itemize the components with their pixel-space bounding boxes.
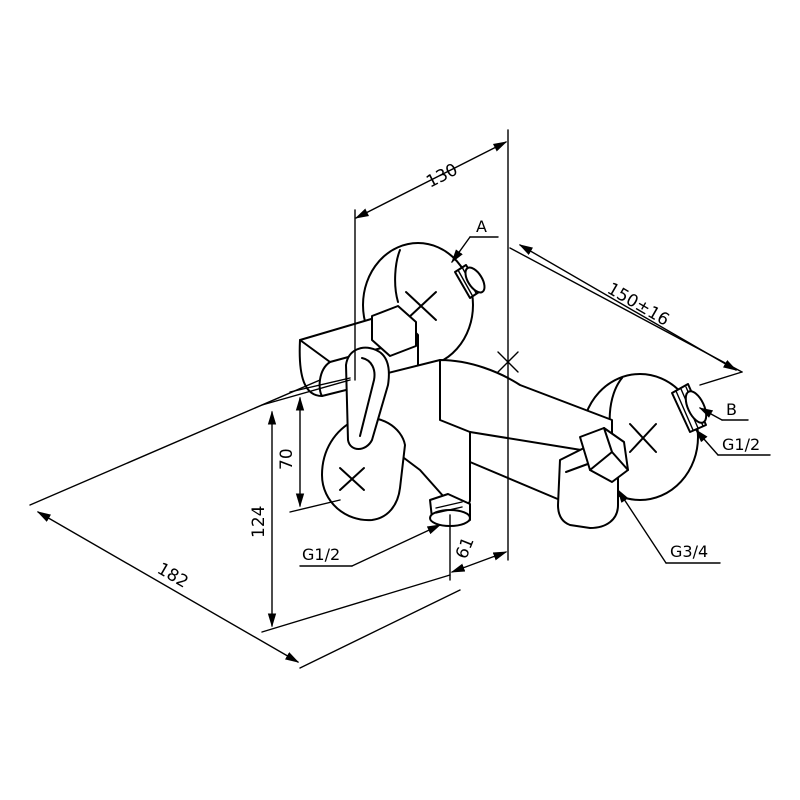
callout-b: B: [726, 400, 737, 419]
dim-124: 124: [249, 506, 269, 538]
callout-leaders: [299, 236, 771, 567]
dimension-lines: [29, 129, 743, 669]
callout-g12-right: G1/2: [722, 435, 760, 454]
callout-a: A: [476, 217, 487, 236]
dim-70: 70: [277, 448, 297, 470]
callout-g12-left: G1/2: [302, 545, 340, 564]
dim-182: 182: [154, 559, 192, 593]
dim-61: 61: [452, 534, 479, 562]
faucet-body: [298, 305, 629, 529]
dim-150: 150±16: [604, 279, 673, 330]
dim-130: 130: [423, 160, 461, 193]
callout-g34: G3/4: [670, 542, 708, 561]
lever-handle: [321, 346, 406, 522]
